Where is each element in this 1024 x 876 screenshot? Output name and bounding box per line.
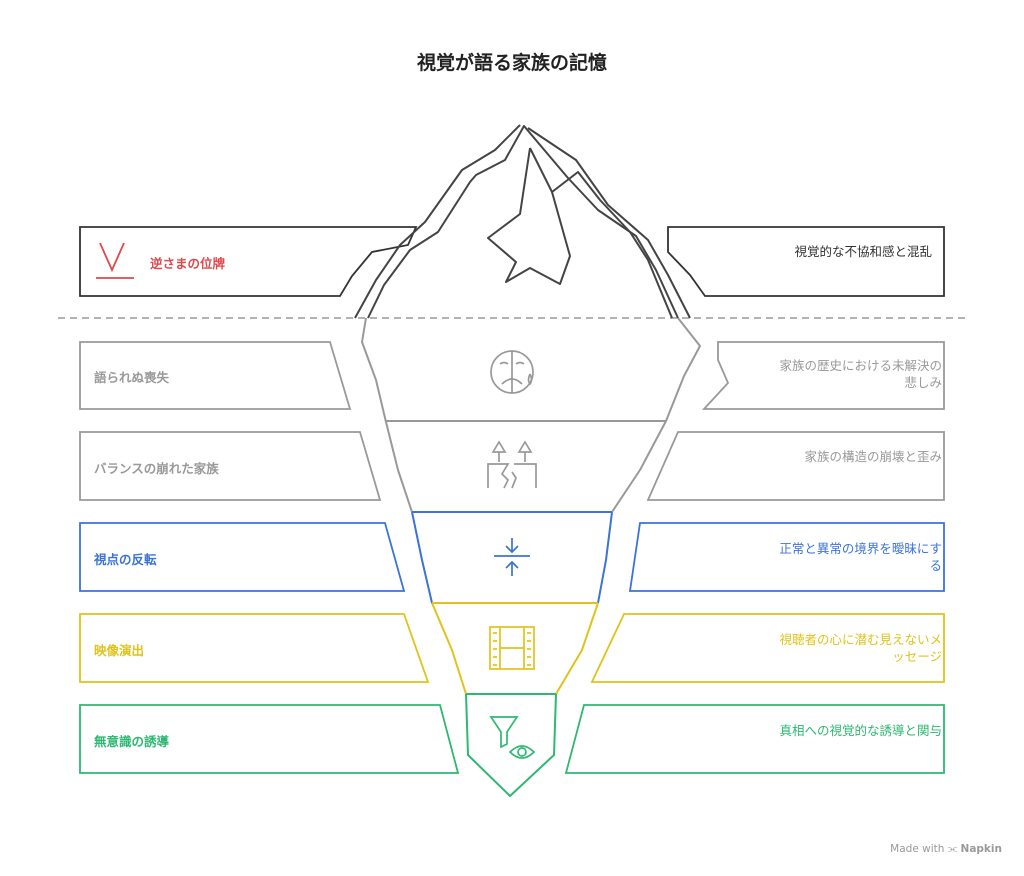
iceberg-body [361, 317, 701, 797]
iceberg-tip [354, 124, 691, 319]
left-panel-5 [79, 613, 430, 683]
layer-1-description: 視覚的な不協和感と混乱 [794, 244, 932, 259]
right-panel-6 [564, 704, 945, 774]
left-panel-4 [79, 522, 406, 592]
footer-prefix: Made with [890, 843, 945, 855]
footer-brand: Napkin [960, 843, 1002, 855]
left-panel-2 [79, 341, 352, 410]
right-panel-4 [628, 522, 945, 592]
layer-6-description: 真相への視覚的な誘導と関与 [779, 723, 942, 738]
right-panel-2 [701, 341, 945, 410]
sad-face-icon [490, 350, 534, 394]
right-panel-5 [590, 613, 945, 683]
layer-6-label: 無意識の誘導 [94, 734, 170, 749]
layer-3-label: バランスの崩れた家族 [94, 461, 219, 476]
layer-4-description: 正常と異常の境界を曖昧にする [779, 541, 942, 573]
funnel-eye-icon [489, 716, 536, 759]
right-panel-1 [667, 226, 945, 297]
right-panel-3 [646, 431, 945, 501]
layer-4-label: 視点の反転 [94, 552, 157, 567]
converging-arrows-icon [494, 538, 530, 576]
film-strip-icon [489, 626, 535, 670]
made-with-footer[interactable]: Made with ⫘ Napkin [890, 843, 1002, 856]
inverted-tablet-icon [96, 242, 134, 279]
left-panel-6 [79, 704, 460, 774]
layer-1-label: 逆さまの位牌 [150, 256, 226, 271]
diagram-title: 視覚が語る家族の記憶 [416, 52, 607, 74]
napkin-logo-icon: ⫘ [947, 843, 958, 855]
layer-2-description: 家族の歴史における未解決の悲しみ [779, 358, 942, 390]
broken-structure-icon [487, 440, 537, 489]
layer-5-label: 映像演出 [94, 643, 145, 658]
layer-5-description: 視聴者の心に潜む見えないメッセージ [779, 632, 942, 664]
left-panel-3 [79, 431, 382, 501]
layer-3-description: 家族の構造の崩壊と歪み [804, 449, 942, 464]
layer-2-label: 語られぬ喪失 [94, 370, 170, 385]
left-panel-1 [79, 226, 418, 297]
